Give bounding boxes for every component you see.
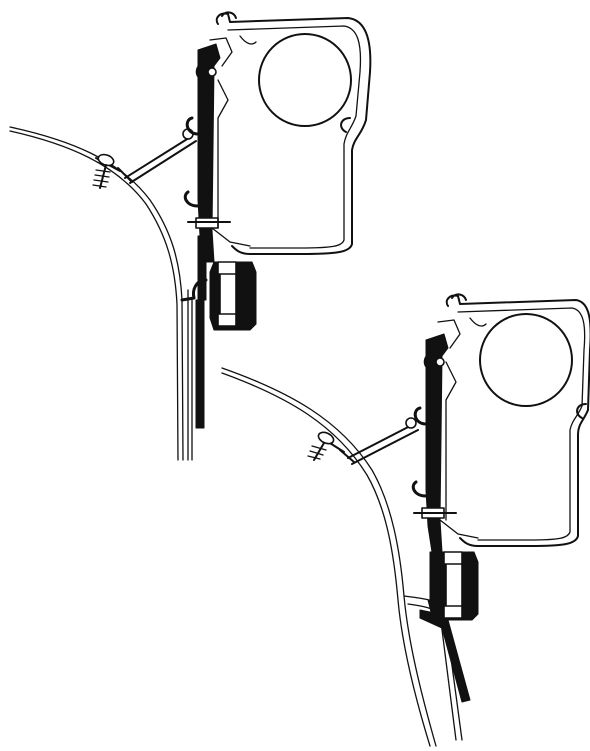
wood-screw xyxy=(307,431,335,461)
roller-tube xyxy=(479,313,573,407)
awning-cassette xyxy=(437,293,590,547)
van-body-panel xyxy=(9,126,193,461)
rain-gutter-hook xyxy=(411,406,428,498)
mounting-bracket xyxy=(195,43,257,429)
support-strut xyxy=(95,128,197,184)
mounting-bracket xyxy=(419,333,479,703)
rain-gutter-hook xyxy=(180,116,208,302)
assembly-lower-right xyxy=(221,293,590,747)
support-strut xyxy=(321,417,419,465)
wood-screw xyxy=(92,153,115,189)
assembly-upper-left xyxy=(9,11,372,461)
roller-tube xyxy=(258,33,352,127)
bolt-and-nut xyxy=(413,507,463,619)
awning-cassette xyxy=(209,11,372,255)
